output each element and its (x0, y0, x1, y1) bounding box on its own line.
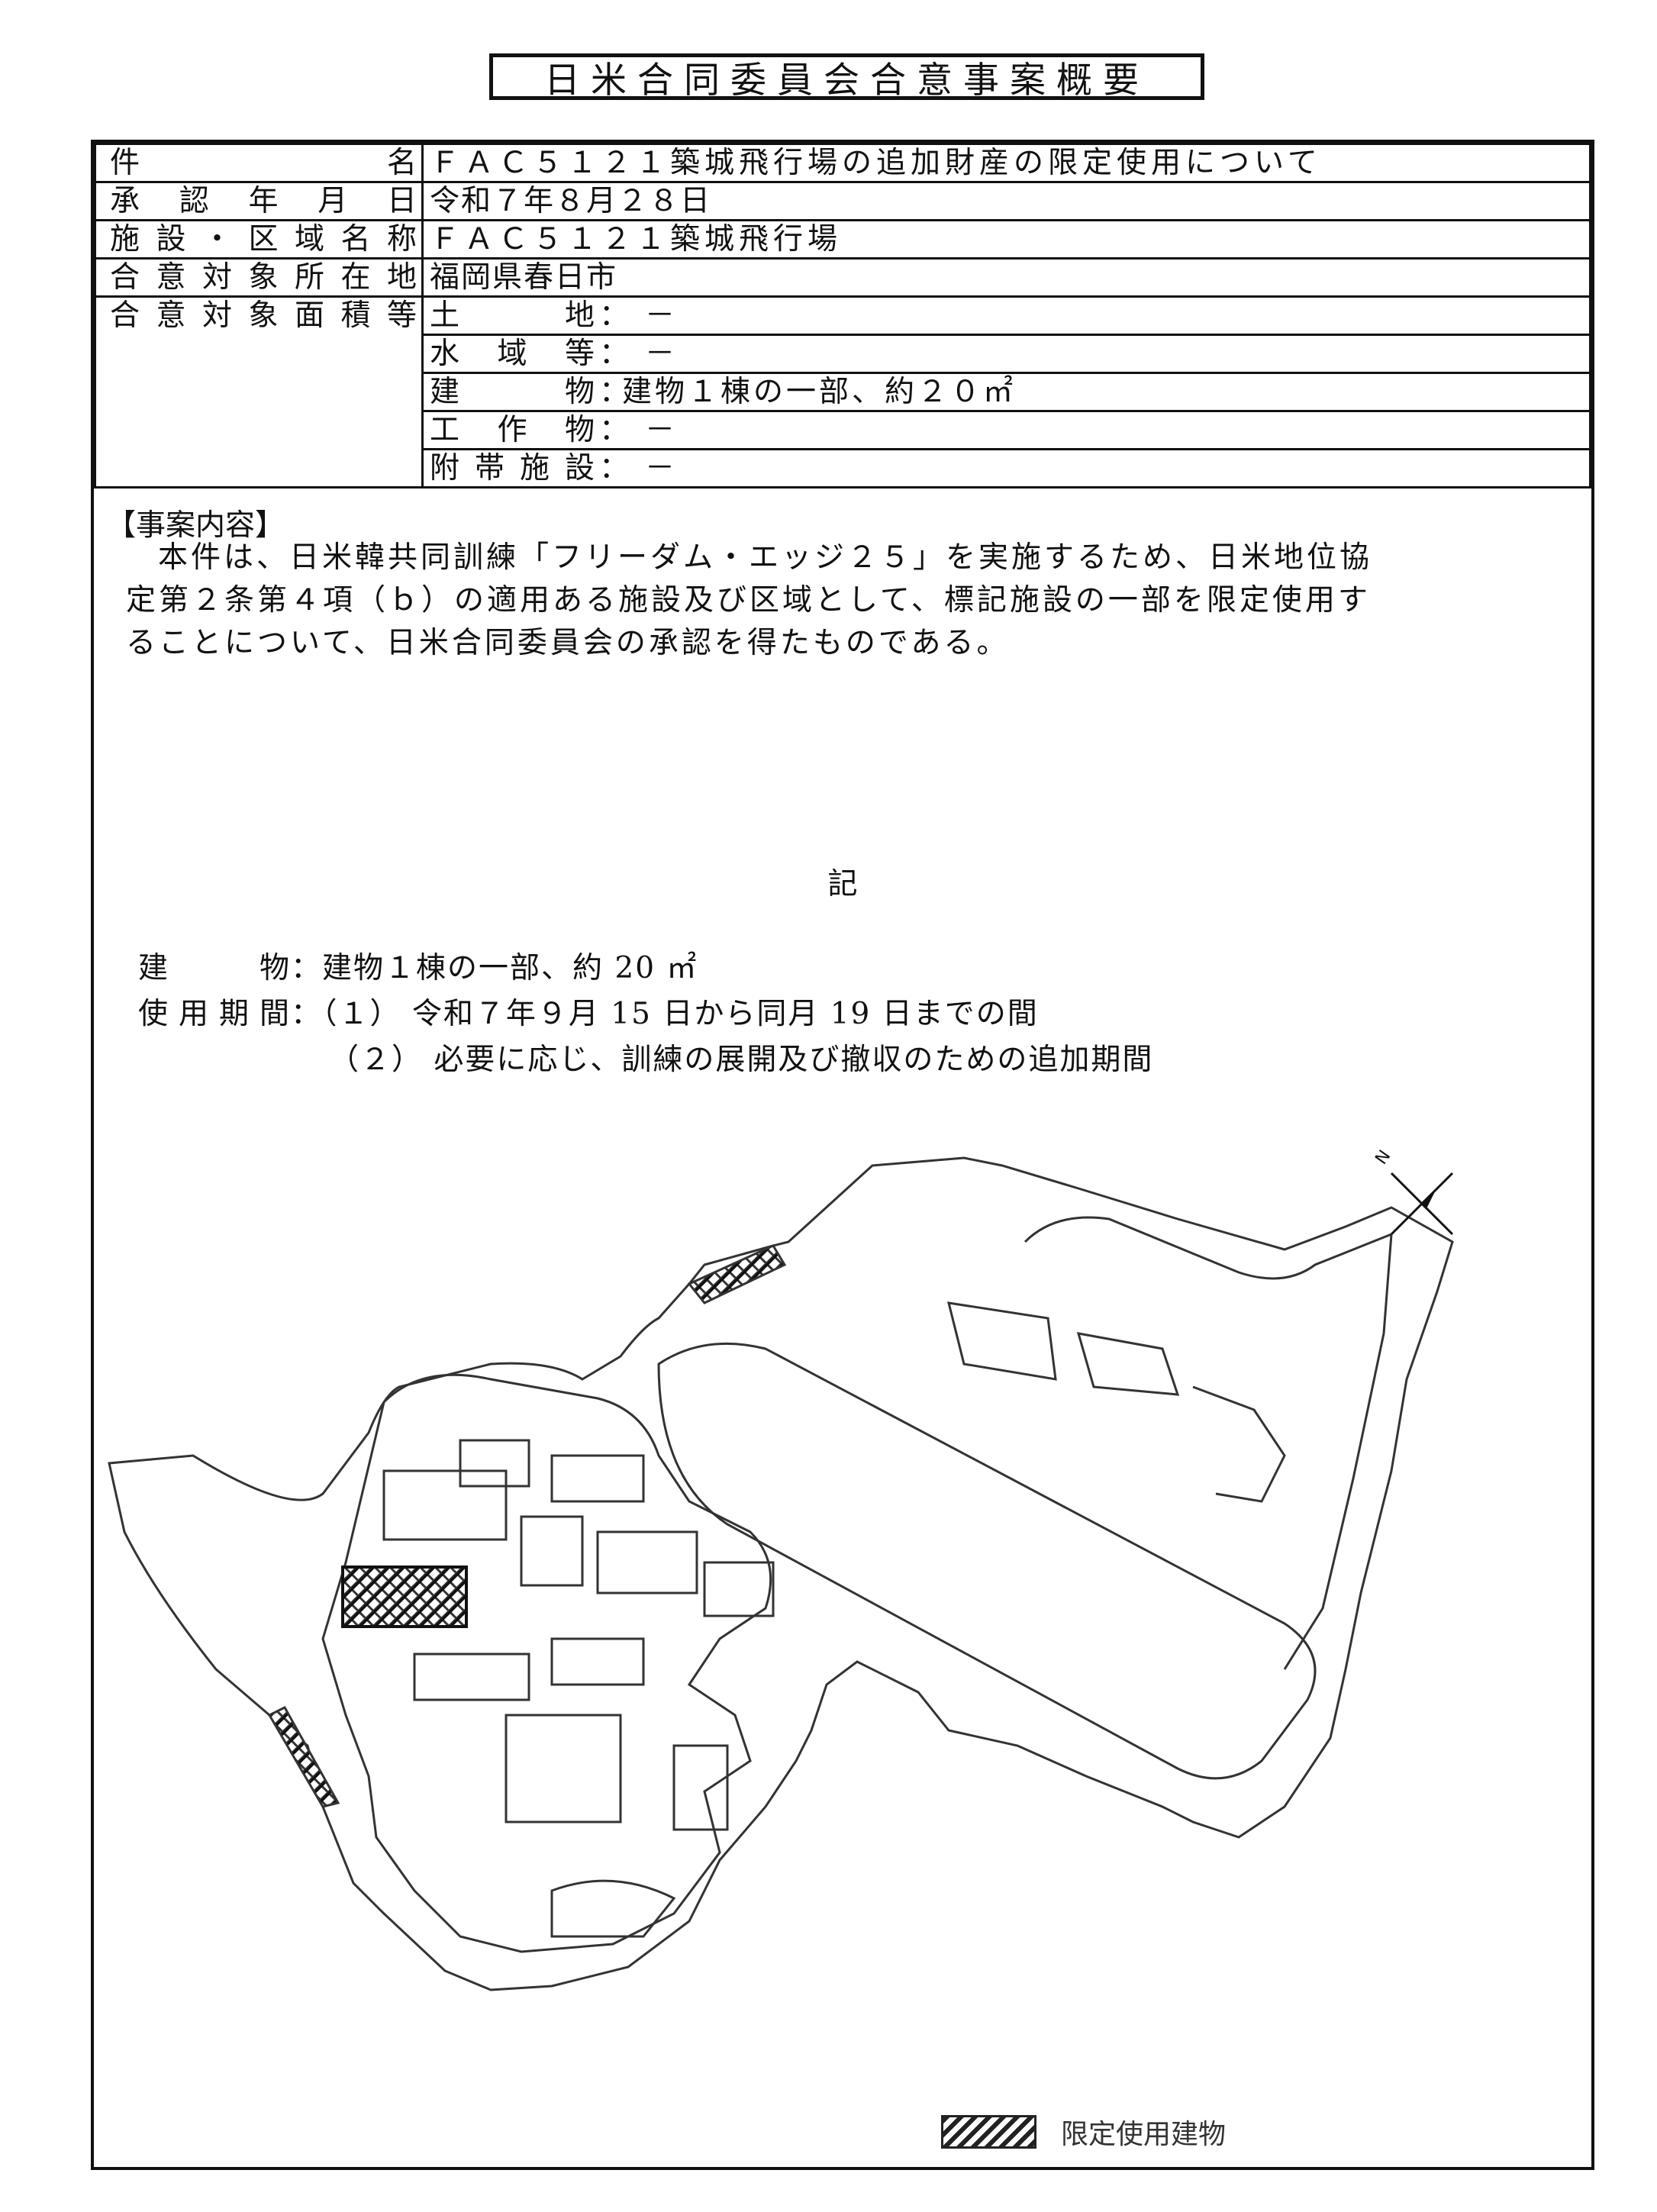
period-1: （１） 令和７年９月 15 日から同月 19 日までの間 (322, 997, 1039, 1031)
area-ancillary: 附帯施設：－ (421, 448, 1591, 489)
east-road-loop (1024, 1216, 1393, 1670)
period-2: （２） 必要に応じ、訓練の展開及び撤収のための追加期間 (329, 1043, 1154, 1077)
content-section: 【事案内容】 本件は、日米韓共同訓練「フリーダム・エッジ２５」を実施するため、日… (94, 501, 1591, 2173)
building (550, 1454, 645, 1503)
restricted-building (341, 1565, 468, 1628)
building-label: 建物 (138, 951, 291, 985)
north-label: N (1372, 1147, 1394, 1169)
interior-line (946, 1301, 1057, 1381)
building (596, 1530, 698, 1595)
label-location: 合意対象所在地 (94, 257, 424, 298)
building-value: 建物１棟の一部、約 20 ㎡ (322, 951, 698, 985)
building (459, 1439, 530, 1488)
ki-marker: 記 (827, 867, 858, 901)
row-approval-date: 承認年月日 令和７年８月２８日 (94, 181, 1591, 221)
north-arrow (1390, 1172, 1454, 1236)
period-row-2: （２） 必要に応じ、訓練の展開及び撤収のための追加期間 (138, 1036, 1153, 1082)
site-map: N (108, 1147, 1454, 1991)
site-boundary (108, 1156, 1454, 1991)
document-frame: 件名 ＦＡＣ５１２１築城飛行場の追加財産の限定使用について 承認年月日 令和７年… (91, 140, 1594, 2170)
map-legend: 限定使用建物 (941, 2112, 1226, 2152)
building-row: 建物：建物１棟の一部、約 20 ㎡ (138, 944, 1153, 990)
building (382, 1469, 508, 1541)
info-table: 件名 ＦＡＣ５１２１築城飛行場の追加財産の限定使用について 承認年月日 令和７年… (94, 143, 1591, 489)
area-building: 建物：建物１棟の一部、約２０㎡ (421, 372, 1591, 412)
hatched-edge (687, 1244, 787, 1304)
main-compound-road (321, 1373, 772, 1953)
building (413, 1653, 530, 1701)
detail-items: 建物：建物１棟の一部、約 20 ㎡ 使用期間：（１） 令和７年９月 15 日から… (138, 944, 1153, 1082)
row-location: 合意対象所在地 福岡県春日市 (94, 257, 1591, 298)
value-location: 福岡県春日市 (421, 257, 1591, 298)
value-approval-date: 令和７年８月２８日 (421, 181, 1591, 221)
row-facility: 施設・区域名称 ＦＡＣ５１２１築城飛行場 (94, 219, 1591, 260)
case-paragraph: 本件は、日米韓共同訓練「フリーダム・エッジ２５」を実施するため、日米地位協 定第… (126, 537, 1591, 665)
area-structure: 工作物：－ (421, 410, 1591, 450)
area-water: 水域等：－ (421, 334, 1591, 374)
label-area: 合意対象面積等 (94, 295, 424, 489)
legend-label: 限定使用建物 (1061, 2119, 1227, 2150)
building (550, 1637, 645, 1686)
period-row-1: 使用期間：（１） 令和７年９月 15 日から同月 19 日までの間 (138, 990, 1153, 1036)
document-title: 日米合同委員会合意事案概要 (489, 53, 1204, 102)
building (672, 1744, 729, 1831)
interior-line (550, 1879, 676, 1938)
runway-loop (657, 1342, 1317, 1780)
period-label: 使用期間 (138, 997, 291, 1031)
paragraph-line: 定第２条第４項（ｂ）の適用ある施設及び区域として、標記施設の一部を限定使用す (126, 583, 1371, 617)
area-land: 土地：－ (421, 295, 1591, 336)
label-facility: 施設・区域名称 (94, 219, 424, 260)
section-heading: 【事案内容】 (106, 508, 285, 543)
label-subject: 件名 (94, 143, 424, 183)
row-area-water: 水域等：－ (95, 334, 1591, 374)
row-area-land: 合意対象面積等 土地：－ (94, 295, 1591, 489)
row-subject: 件名 ＦＡＣ５１２１築城飛行場の追加財産の限定使用について (94, 143, 1591, 183)
row-area-building: 建物：建物１棟の一部、約２０㎡ (95, 372, 1591, 412)
interior-line (1076, 1332, 1180, 1396)
building (520, 1515, 584, 1587)
hatched-edge (267, 1706, 340, 1808)
interior-line (1192, 1385, 1286, 1503)
building (505, 1714, 622, 1823)
label-approval-date: 承認年月日 (94, 181, 424, 221)
value-subject: ＦＡＣ５１２１築城飛行場の追加財産の限定使用について (421, 143, 1591, 183)
paragraph-line: 本件は、日米韓共同訓練「フリーダム・エッジ２５」を実施するため、日米地位協 (158, 540, 1373, 575)
row-area-ancillary: 附帯施設：－ (95, 448, 1591, 489)
legend-hatch-swatch (941, 2115, 1036, 2149)
row-area-structure: 工作物：－ (95, 410, 1591, 450)
paragraph-line: ることについて、日米合同委員会の承認を得たものである。 (126, 626, 1010, 660)
building (703, 1561, 775, 1617)
value-facility: ＦＡＣ５１２１築城飛行場 (421, 219, 1591, 260)
